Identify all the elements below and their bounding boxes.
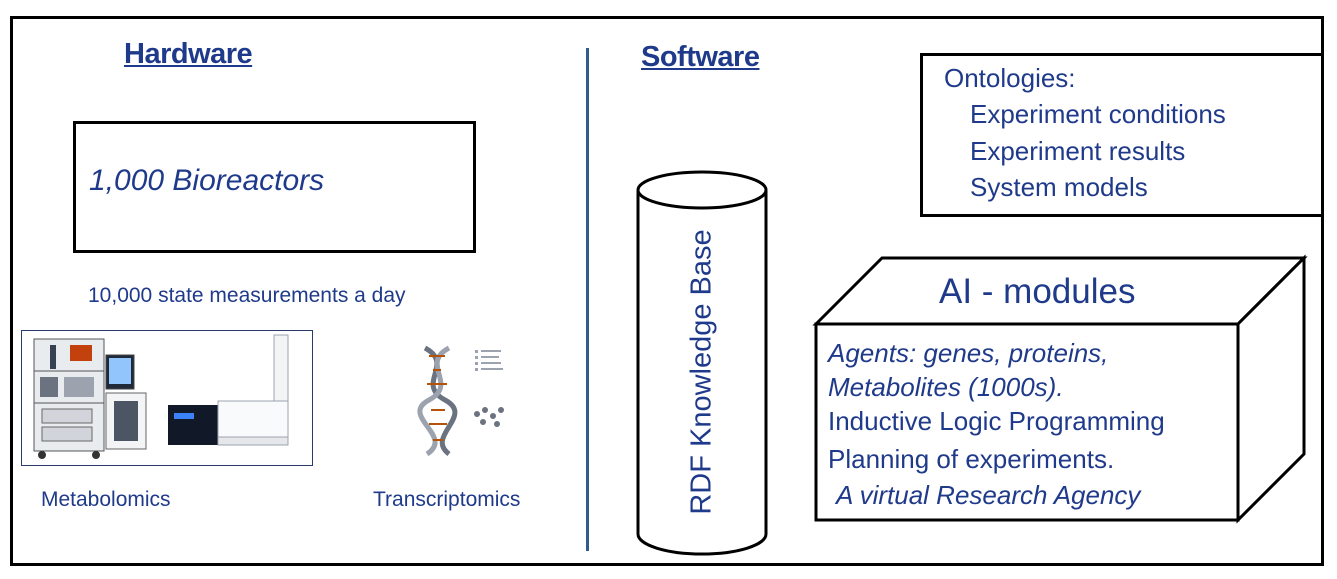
ai-module-line: Agents: genes, proteins, xyxy=(828,338,1109,368)
ontology-item: Experiment conditions xyxy=(970,99,1226,129)
metabolomics-label: Metabolomics xyxy=(41,488,171,511)
dna-helix-drawing xyxy=(417,345,504,457)
ontologies-title: Ontologies: xyxy=(944,63,1076,93)
ai-module-line: Planning of experiments. xyxy=(828,444,1115,474)
hardware-heading: Hardware xyxy=(124,38,253,70)
ai-module-line: Inductive Logic Programming xyxy=(828,406,1165,436)
metabolomics-instrument-image xyxy=(21,330,313,466)
measurements-label: 10,000 state measurements a day xyxy=(88,284,406,307)
software-heading: Software xyxy=(641,41,760,73)
section-divider xyxy=(586,48,589,551)
ontology-item: System models xyxy=(970,172,1148,202)
knowledge-base-label: RDF Knowledge Base xyxy=(685,229,718,515)
ai-modules-title: AI - modules xyxy=(939,272,1136,311)
ontology-item: Experiment results xyxy=(970,136,1186,166)
transcriptomics-label: Transcriptomics xyxy=(373,488,521,511)
diagram-frame xyxy=(10,16,1324,566)
dna-helix-image xyxy=(405,344,521,458)
bioreactor-label: 1,000 Bioreactors xyxy=(89,164,325,197)
ai-module-line: Metabolites (1000s). xyxy=(828,372,1064,402)
ai-modules-box xyxy=(812,254,1308,524)
ai-module-line: A virtual Research Agency xyxy=(836,480,1141,510)
ontologies-box xyxy=(920,53,1324,217)
bioreactor-box xyxy=(73,121,476,253)
metabolomics-instrument-drawing xyxy=(33,334,289,459)
knowledge-base-cylinder xyxy=(636,170,768,556)
